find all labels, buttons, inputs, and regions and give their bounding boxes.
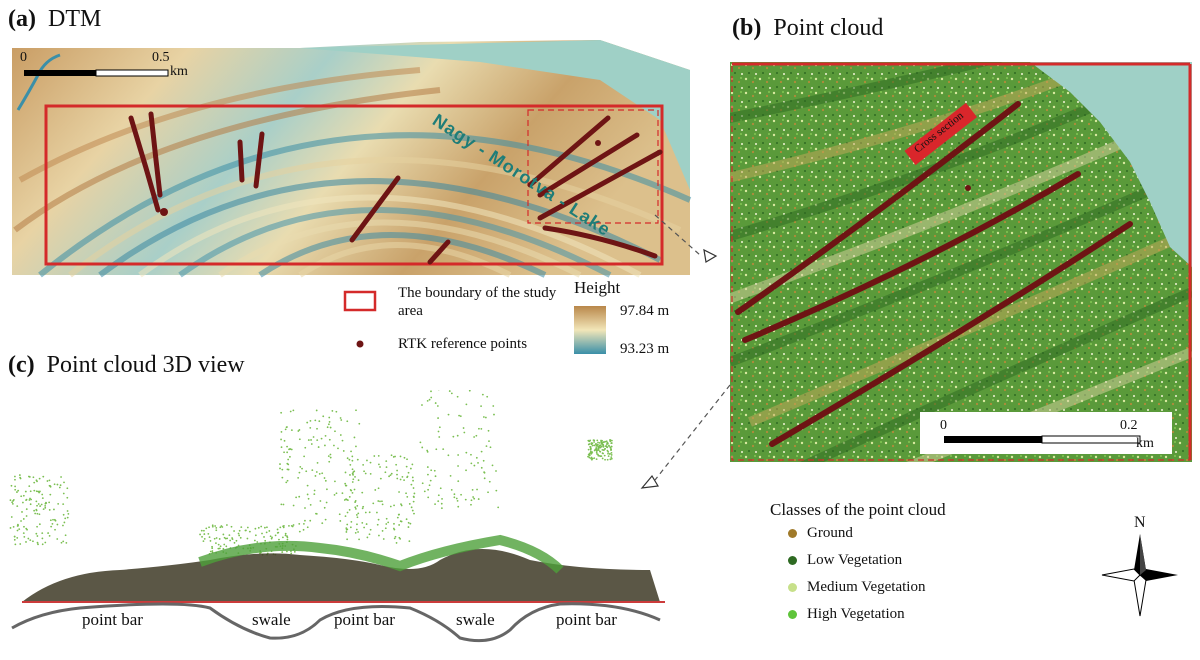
dtm-map — [12, 40, 718, 278]
height-ramp — [574, 306, 606, 354]
lake-area — [300, 40, 690, 190]
scalebar-b-labels: 0 0.2 km — [930, 418, 1190, 458]
point-cloud-map — [730, 62, 1192, 462]
panel-a-label: (a) DTM — [8, 6, 102, 32]
dtm-terrain — [12, 40, 690, 275]
scalebar-b-zero: 0 — [940, 418, 947, 433]
scalebar-b-end: 0.2 — [1120, 418, 1138, 433]
classes-list: Ground Low Vegetation Medium Vegetation … — [788, 520, 925, 628]
profile-label-point-bar-2: point bar — [334, 610, 395, 629]
scalebar-b-unit: km — [1136, 436, 1154, 451]
height-title: Height — [574, 278, 621, 297]
profile-labels: point bar swale point bar swale point ba… — [0, 610, 680, 640]
rtk-lines — [128, 111, 663, 265]
profile-label-point-bar-3: point bar — [556, 610, 617, 629]
class-ground-dot — [788, 529, 797, 538]
scalebar-a-unit: km — [170, 64, 188, 79]
classes-title: Classes of the point cloud — [770, 500, 946, 519]
profile-label-swale-2: swale — [456, 610, 495, 629]
north-label: N — [1134, 514, 1146, 531]
class-low-vegetation-dot — [788, 556, 797, 565]
scalebar-a-zero: 0 — [20, 50, 27, 65]
legend-symbols — [343, 290, 377, 348]
height-min: 93.23 m — [620, 341, 670, 357]
class-high-vegetation: High Vegetation — [788, 601, 925, 628]
panel-b-label: (b) Point cloud — [732, 15, 884, 41]
north-arrow-icon — [1101, 534, 1178, 617]
lake-corner — [1030, 62, 1192, 267]
class-ground: Ground — [788, 520, 925, 547]
study-area-boundary — [44, 104, 664, 266]
scalebar-a — [24, 69, 169, 77]
profile-label-point-bar-1: point bar — [82, 610, 143, 629]
profile-label-swale-1: swale — [252, 610, 291, 629]
legend-rtk-label: RTK reference points — [398, 336, 528, 352]
scalebar-a-end: 0.5 — [152, 50, 170, 65]
legend-boundary-label: The boundary of the study area — [398, 285, 557, 319]
panel-c-label: (c) Point cloud 3D view — [8, 352, 245, 378]
class-low-vegetation: Low Vegetation — [788, 547, 925, 574]
class-medium-vegetation-dot — [788, 583, 797, 592]
terrain-profile — [11, 602, 661, 643]
height-max: 97.84 m — [620, 303, 670, 319]
class-high-vegetation-dot — [788, 610, 797, 619]
point-cloud-3d-view — [9, 390, 665, 643]
rtk-lines-b — [735, 101, 1133, 447]
scalebar-a-labels: 0 0.5 km — [18, 50, 218, 80]
class-medium-vegetation: Medium Vegetation — [788, 574, 925, 601]
